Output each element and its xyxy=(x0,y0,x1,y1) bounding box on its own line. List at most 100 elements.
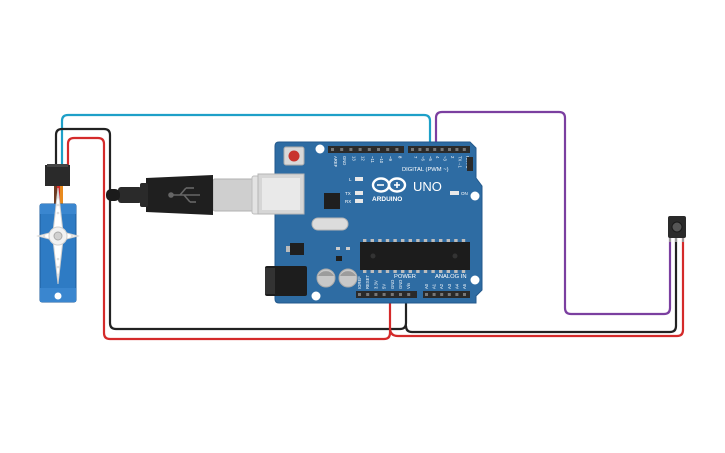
pin-hole[interactable] xyxy=(374,293,378,296)
pin-hole[interactable] xyxy=(463,293,466,296)
wire-servo-signal[interactable] xyxy=(60,113,432,168)
pin-hole[interactable] xyxy=(390,293,394,296)
pin-hole[interactable] xyxy=(425,148,429,151)
usb-symbol-icon xyxy=(168,187,200,203)
servo-lead-brown xyxy=(54,186,57,204)
pin-hole[interactable] xyxy=(407,293,411,296)
sensor-leg xyxy=(669,236,671,242)
pin-label: 13 xyxy=(351,156,356,161)
led-l xyxy=(355,177,363,181)
pin-label: 5V xyxy=(382,284,387,289)
pin-hole[interactable] xyxy=(382,293,386,296)
chip-pin xyxy=(423,270,428,273)
pin-label: ~9 xyxy=(388,156,393,161)
wires xyxy=(54,110,685,341)
pin-hole[interactable] xyxy=(440,148,444,151)
pin-hole[interactable] xyxy=(399,293,402,296)
pin-hole[interactable] xyxy=(349,148,353,151)
pin-hole[interactable] xyxy=(340,148,344,151)
sensor-leg xyxy=(682,236,684,242)
usb-chip xyxy=(324,193,340,209)
icsp-header xyxy=(467,157,473,171)
wire-servo-ground[interactable] xyxy=(54,127,408,331)
wire-sensor-ground[interactable] xyxy=(404,234,678,334)
servo[interactable] xyxy=(36,164,80,303)
regulator-tab xyxy=(286,246,290,252)
digital-header-left xyxy=(328,146,404,153)
chip-pins xyxy=(363,239,466,273)
chip-pin xyxy=(408,270,412,273)
chip-pin xyxy=(363,239,367,242)
pin-hole[interactable] xyxy=(447,293,451,296)
microcontroller-chip xyxy=(360,242,470,270)
servo-lead-orange xyxy=(60,186,63,204)
power-jack xyxy=(265,266,307,296)
pin-hole[interactable] xyxy=(462,148,466,151)
pin-label: 8 xyxy=(397,156,402,159)
usb-cable-strain xyxy=(118,187,142,203)
pin-label: GND xyxy=(398,280,403,289)
led-l-label: L xyxy=(349,177,352,182)
pin-label: 3.3V xyxy=(373,280,378,289)
chip-pin xyxy=(416,239,420,242)
board-model: UNO xyxy=(413,179,442,194)
mount-hole xyxy=(311,291,321,301)
servo-horn[interactable] xyxy=(36,187,80,285)
chip-pin xyxy=(431,239,435,242)
pin-hole[interactable] xyxy=(366,293,370,296)
pin-hole[interactable] xyxy=(411,148,414,151)
pin-label: 4 xyxy=(435,156,440,159)
ir-sensor[interactable] xyxy=(668,216,686,242)
chip-pin xyxy=(461,239,466,242)
pin-hole[interactable] xyxy=(455,148,459,151)
smd-component xyxy=(336,247,340,250)
usb-cable-end xyxy=(106,189,120,201)
chip-pin xyxy=(370,239,374,242)
pin-hole[interactable] xyxy=(377,148,380,151)
power-jack-front xyxy=(265,268,275,294)
pin-hole[interactable] xyxy=(455,293,459,296)
pin-label: ~3 xyxy=(443,156,448,161)
chip-pin xyxy=(439,270,443,273)
pin-hole[interactable] xyxy=(425,293,428,296)
pin-hole[interactable] xyxy=(418,148,422,151)
pin-hole[interactable] xyxy=(367,148,371,151)
power-analog-pin-holes xyxy=(358,293,466,296)
pin-hole[interactable] xyxy=(433,148,437,151)
pin-hole[interactable] xyxy=(448,148,451,151)
pin-label: RESET xyxy=(365,275,370,289)
pin-hole[interactable] xyxy=(432,293,436,296)
chip-pin xyxy=(431,270,435,273)
usb-jack-inner xyxy=(262,178,300,210)
chip-notch xyxy=(370,253,376,259)
wire-sensor-signal[interactable] xyxy=(434,110,672,316)
pin-label: 7 xyxy=(413,156,418,159)
pin-hole[interactable] xyxy=(395,148,399,151)
pin-label: A5 xyxy=(462,283,467,289)
led-rx-label: RX xyxy=(345,199,351,204)
wire-sensor-power[interactable] xyxy=(388,234,685,338)
chip-pin xyxy=(446,239,450,242)
pin-hole[interactable] xyxy=(358,293,361,296)
mount-hole xyxy=(470,275,480,285)
pin-hole[interactable] xyxy=(386,148,390,151)
analog-label: ANALOG IN xyxy=(435,274,467,280)
pin-hole[interactable] xyxy=(358,148,362,151)
digital-header-right xyxy=(408,146,470,153)
arduino-logo-icon xyxy=(371,177,407,193)
wire-servo-power[interactable] xyxy=(66,136,392,341)
pin-label: Vin xyxy=(406,282,411,289)
chip-pin xyxy=(385,239,390,242)
chip-pin xyxy=(461,270,466,273)
chip-dot xyxy=(452,253,458,259)
pin-hole[interactable] xyxy=(440,293,444,296)
led-on-label: ON xyxy=(461,191,468,196)
mount-hole xyxy=(315,144,325,154)
pin-hole[interactable] xyxy=(331,148,334,151)
pin-label: ~11 xyxy=(370,156,375,163)
led-on xyxy=(450,191,459,195)
pin-label: 2 xyxy=(450,156,455,159)
